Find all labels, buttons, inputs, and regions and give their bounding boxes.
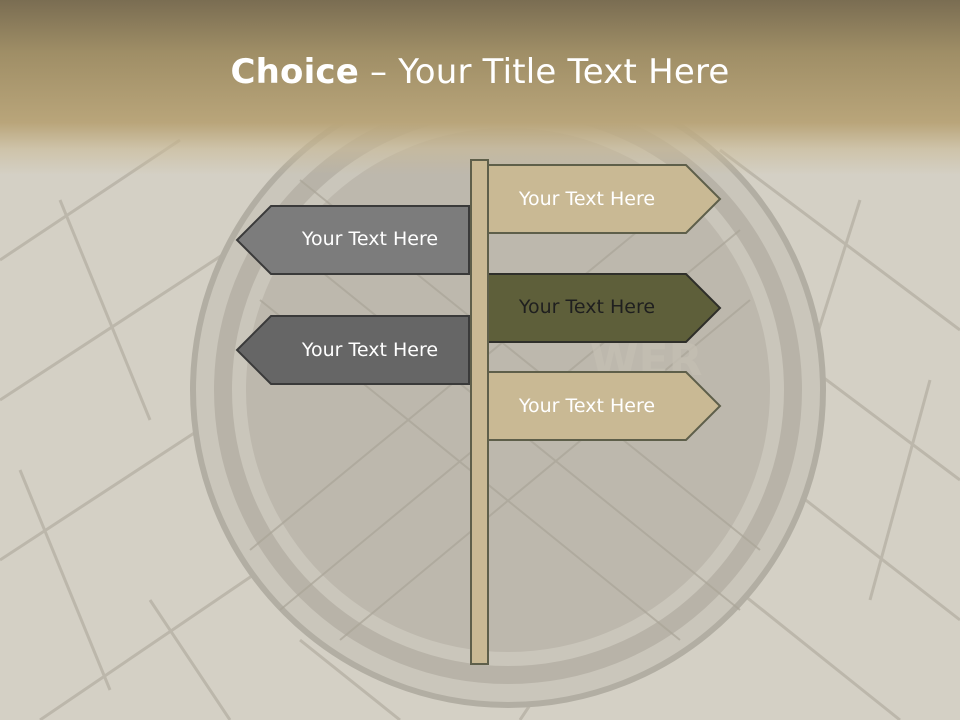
slide-title[interactable]: Choice – Your Title Text Here bbox=[0, 52, 960, 92]
title-text-part: – Your Title Text Here bbox=[359, 52, 730, 92]
right-sign-3-label: Your Text Here bbox=[518, 395, 656, 417]
left-sign-1[interactable] bbox=[235, 205, 470, 275]
title-banner bbox=[0, 0, 960, 175]
right-sign-2-label: Your Text Here bbox=[518, 296, 656, 318]
left-sign-2[interactable] bbox=[235, 315, 470, 385]
right-sign-1-label: Your Text Here bbox=[518, 188, 656, 210]
left-sign-1-label: Your Text Here bbox=[301, 228, 439, 250]
signpost-pole bbox=[470, 159, 489, 665]
left-sign-2-label: Your Text Here bbox=[301, 339, 439, 361]
title-bold-part: Choice bbox=[230, 52, 360, 92]
